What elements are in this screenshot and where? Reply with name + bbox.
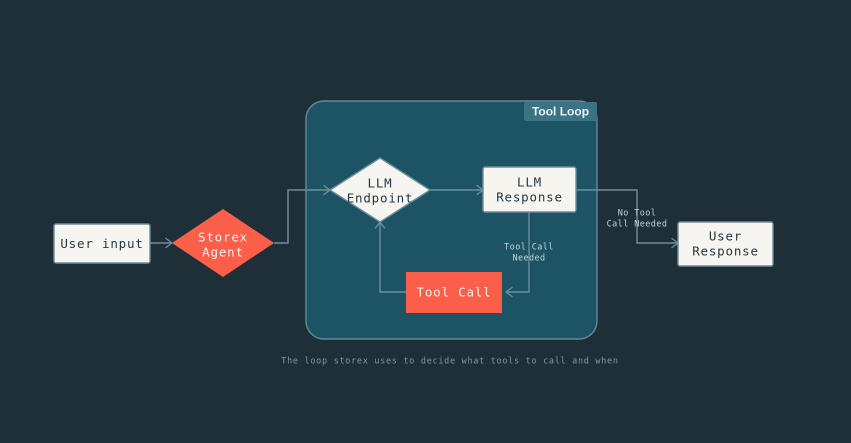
user-response-label-line1: User [709,229,742,244]
tool-loop-title: Tool Loop [532,105,589,119]
llm-endpoint-diamond[interactable] [328,157,432,223]
tool-loop-badge [524,102,597,121]
user-input-box[interactable] [53,223,151,264]
label-no-tool-call-needed: No Tool Call Needed [607,209,668,230]
label-tool-call-needed: Tool Call Needed [504,243,554,264]
user-input-label: User input [60,236,143,251]
edge-user-input-to-storex-agent [150,237,173,249]
llm-response-label-line2: Response [496,190,563,205]
diagram-caption: The loop storex uses to decide what tool… [281,357,618,367]
llm-response-box[interactable] [482,166,577,213]
node-user-response[interactable]: User Response [677,221,774,267]
edge-llm-response-to-tool-call [505,212,530,298]
node-llm-response[interactable]: LLM Response [482,166,577,213]
user-response-box[interactable] [677,221,774,267]
llm-response-label-line1: LLM [517,175,542,190]
storex-agent-label-line1: Storex [198,230,248,245]
svg-text:Call Needed: Call Needed [607,220,668,230]
storex-agent-label-line2: Agent [202,245,244,260]
svg-text:Tool Call: Tool Call [504,243,554,253]
tool-call-box[interactable] [406,272,502,313]
llm-endpoint-label-line1: LLM [368,176,393,191]
node-llm-endpoint[interactable]: LLM Endpoint [328,157,432,223]
user-response-label-line2: Response [692,244,759,259]
node-tool-call[interactable]: Tool Call [406,272,502,313]
node-storex-agent[interactable]: Storex Agent [172,209,274,277]
llm-endpoint-label-line2: Endpoint [347,191,414,206]
svg-text:No Tool: No Tool [618,209,657,219]
tool-call-label: Tool Call [417,285,492,300]
svg-text:Needed: Needed [512,254,545,264]
storex-agent-diamond[interactable] [172,209,274,277]
node-user-input[interactable]: User input [53,223,151,264]
